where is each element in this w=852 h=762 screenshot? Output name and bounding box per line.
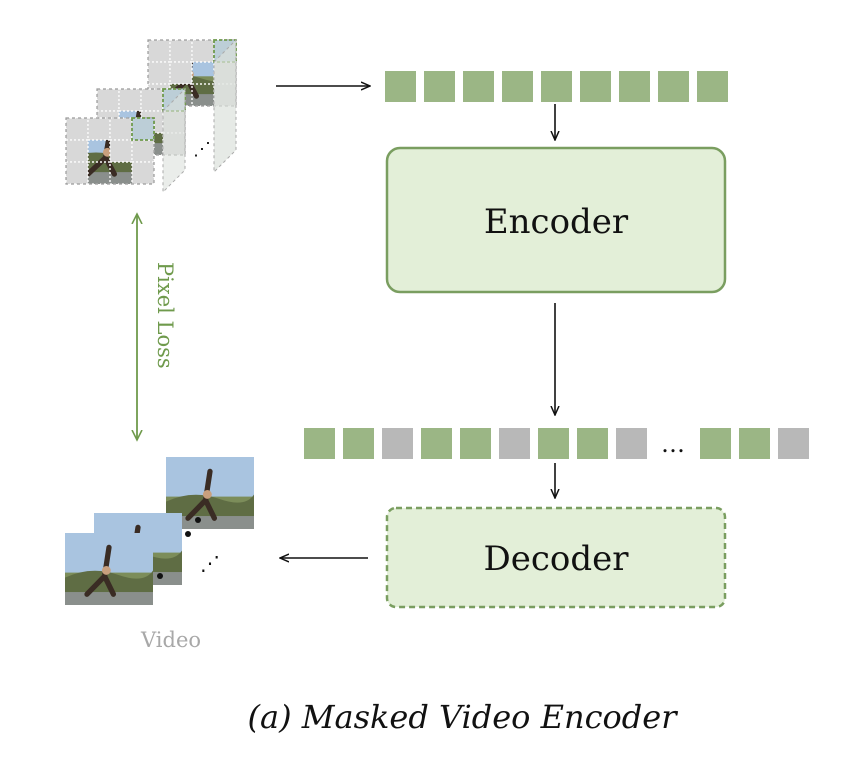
frame-dot (195, 517, 201, 523)
visible-token (421, 428, 452, 459)
tube-prism (213, 38, 237, 174)
visible-token (739, 428, 770, 459)
visible-token (580, 71, 611, 102)
masked-patch (66, 140, 88, 162)
masked-patch (97, 89, 119, 111)
encoder-block: Encoder (385, 146, 727, 294)
visible-token (658, 71, 689, 102)
masked-patch (88, 118, 110, 140)
mask-token (778, 428, 809, 459)
reconstructed-video-frames: ⋰ (65, 457, 254, 605)
masked-patch (132, 162, 154, 184)
frame-dot (157, 573, 163, 579)
mask-token (499, 428, 530, 459)
masked-patch (148, 40, 170, 62)
visible-token (460, 428, 491, 459)
decoder-block: Decoder (385, 506, 727, 609)
frames-ellipsis: ⋰ (193, 139, 211, 160)
masked-patch (110, 118, 132, 140)
masked-patch (119, 89, 141, 111)
mask-token (616, 428, 647, 459)
visible-token (577, 428, 608, 459)
decoder-label: Decoder (483, 539, 629, 579)
mask-token (382, 428, 413, 459)
frames-ellipsis: ⋰ (200, 551, 220, 575)
visible-token (700, 428, 731, 459)
masked-patch (66, 118, 88, 140)
frame-dot (185, 531, 191, 537)
video-frame (65, 533, 153, 605)
visible-token (619, 71, 650, 102)
masked-video-frames: ⋰ (65, 38, 237, 194)
token-row-ellipsis: … (661, 430, 685, 458)
masked-patch (170, 62, 192, 84)
figure-caption: (a) Masked Video Encoder (248, 698, 679, 736)
visible-token (304, 428, 335, 459)
video-label: Video (140, 628, 201, 652)
pixel-loss-label: Pixel Loss (153, 262, 177, 369)
visible-token (538, 428, 569, 459)
visible-token-row (385, 71, 728, 102)
masked-patch (66, 162, 88, 184)
visible-token (541, 71, 572, 102)
masked-patch (132, 140, 154, 162)
masked-patch (141, 89, 163, 111)
full-token-row (304, 428, 809, 459)
visible-token (385, 71, 416, 102)
masked-patch (192, 40, 214, 62)
tube-patch (131, 117, 155, 141)
masked-frame (65, 117, 155, 185)
visible-token (502, 71, 533, 102)
visible-token (697, 71, 728, 102)
visible-token (424, 71, 455, 102)
encoder-label: Encoder (484, 202, 629, 242)
masked-patch (110, 140, 132, 162)
masked-patch (170, 40, 192, 62)
tube-prism (162, 87, 186, 194)
masked-patch (148, 62, 170, 84)
visible-token (463, 71, 494, 102)
visible-token (343, 428, 374, 459)
